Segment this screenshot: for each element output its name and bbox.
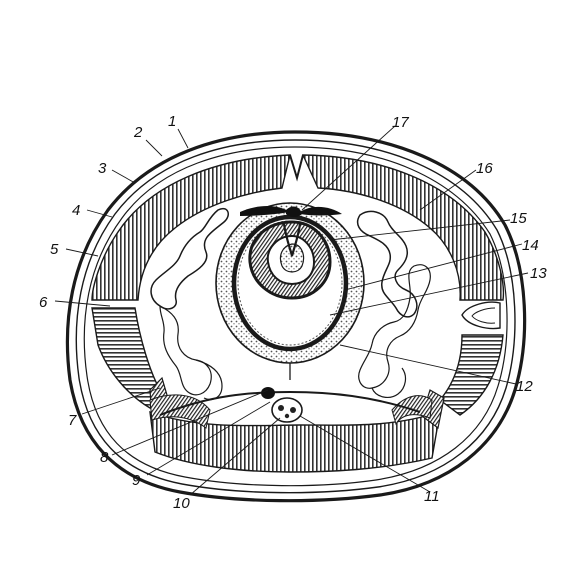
label-15: 15 [510,210,527,227]
label-8: 8 [100,449,109,466]
label-11: 11 [424,488,440,505]
label-16: 16 [476,160,493,177]
label-3: 3 [98,160,107,177]
label-12: 12 [516,378,533,395]
label-17: 17 [392,114,409,131]
label-6: 6 [39,294,48,311]
dorsal-cord [290,155,303,178]
leader-2 [146,140,162,156]
label-2: 2 [133,124,143,141]
label-4: 4 [72,202,80,219]
label-14: 14 [522,237,539,254]
muscle-field-lower-right [440,335,503,415]
label-9: 9 [132,472,141,489]
leader-6 [55,301,110,306]
label-1: 1 [168,113,176,130]
leader-1 [178,129,188,148]
label-10: 10 [173,495,190,512]
label-7: 7 [68,412,77,429]
label-5: 5 [50,241,59,258]
excretory-canal-right [462,302,500,328]
leader-3 [112,170,135,183]
label-13: 13 [530,265,547,282]
gonad-coil-right [358,211,431,397]
